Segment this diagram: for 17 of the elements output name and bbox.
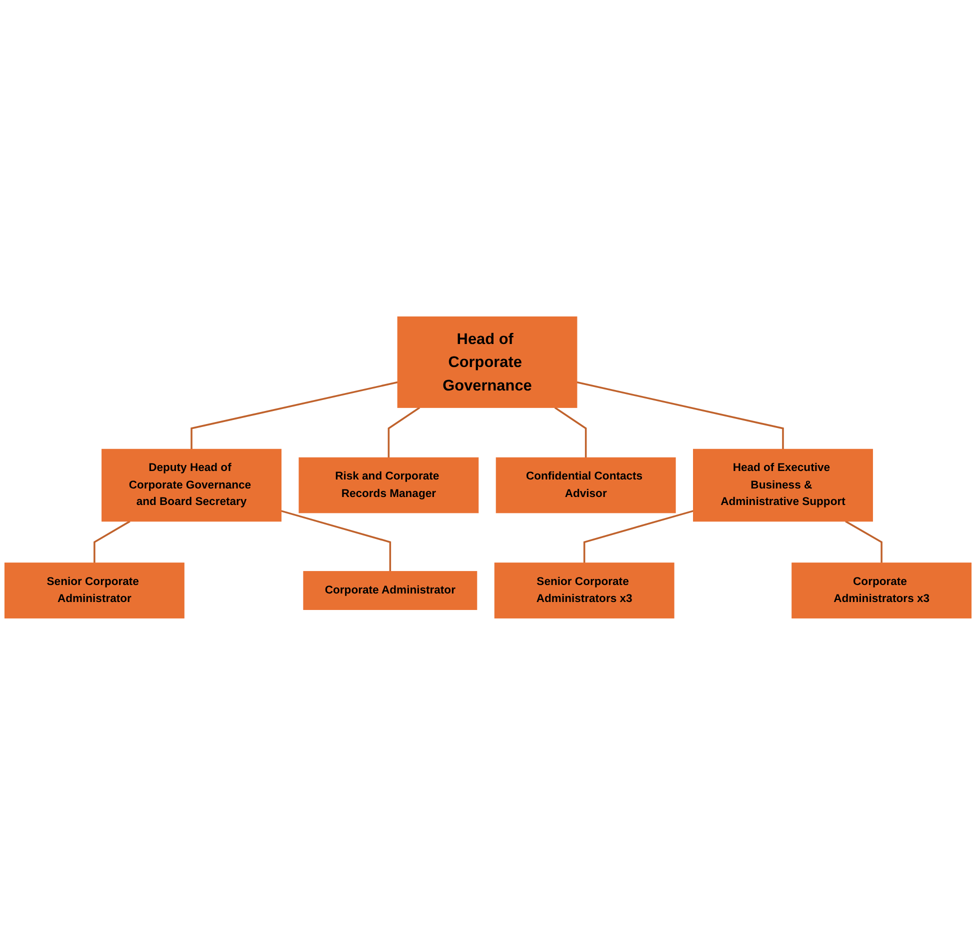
- connector: [94, 520, 130, 563]
- connector: [280, 510, 392, 572]
- node-box: Corporate Administrator: [303, 571, 478, 610]
- node-box: Senior Corporate Administrators x3: [494, 562, 674, 618]
- connector: [576, 381, 784, 450]
- node-box: Head of Executive Business & Administrative Support: [693, 448, 873, 522]
- connector: [583, 510, 694, 563]
- connector: [388, 406, 420, 458]
- node-box: Risk and Corporate Records Manager: [298, 457, 479, 514]
- node-box: Head of Corporate Governance: [397, 316, 578, 408]
- connector: [190, 381, 398, 450]
- node-box: Confidential Contacts Advisor: [496, 457, 676, 514]
- connector: [845, 520, 882, 563]
- node-box: Senior Corporate Administrator: [4, 562, 184, 618]
- node-box: Corporate Administrators x3: [792, 562, 972, 618]
- node-box: Deputy Head of Corporate Governance and Board Secretary: [102, 448, 282, 522]
- connector: [554, 406, 587, 458]
